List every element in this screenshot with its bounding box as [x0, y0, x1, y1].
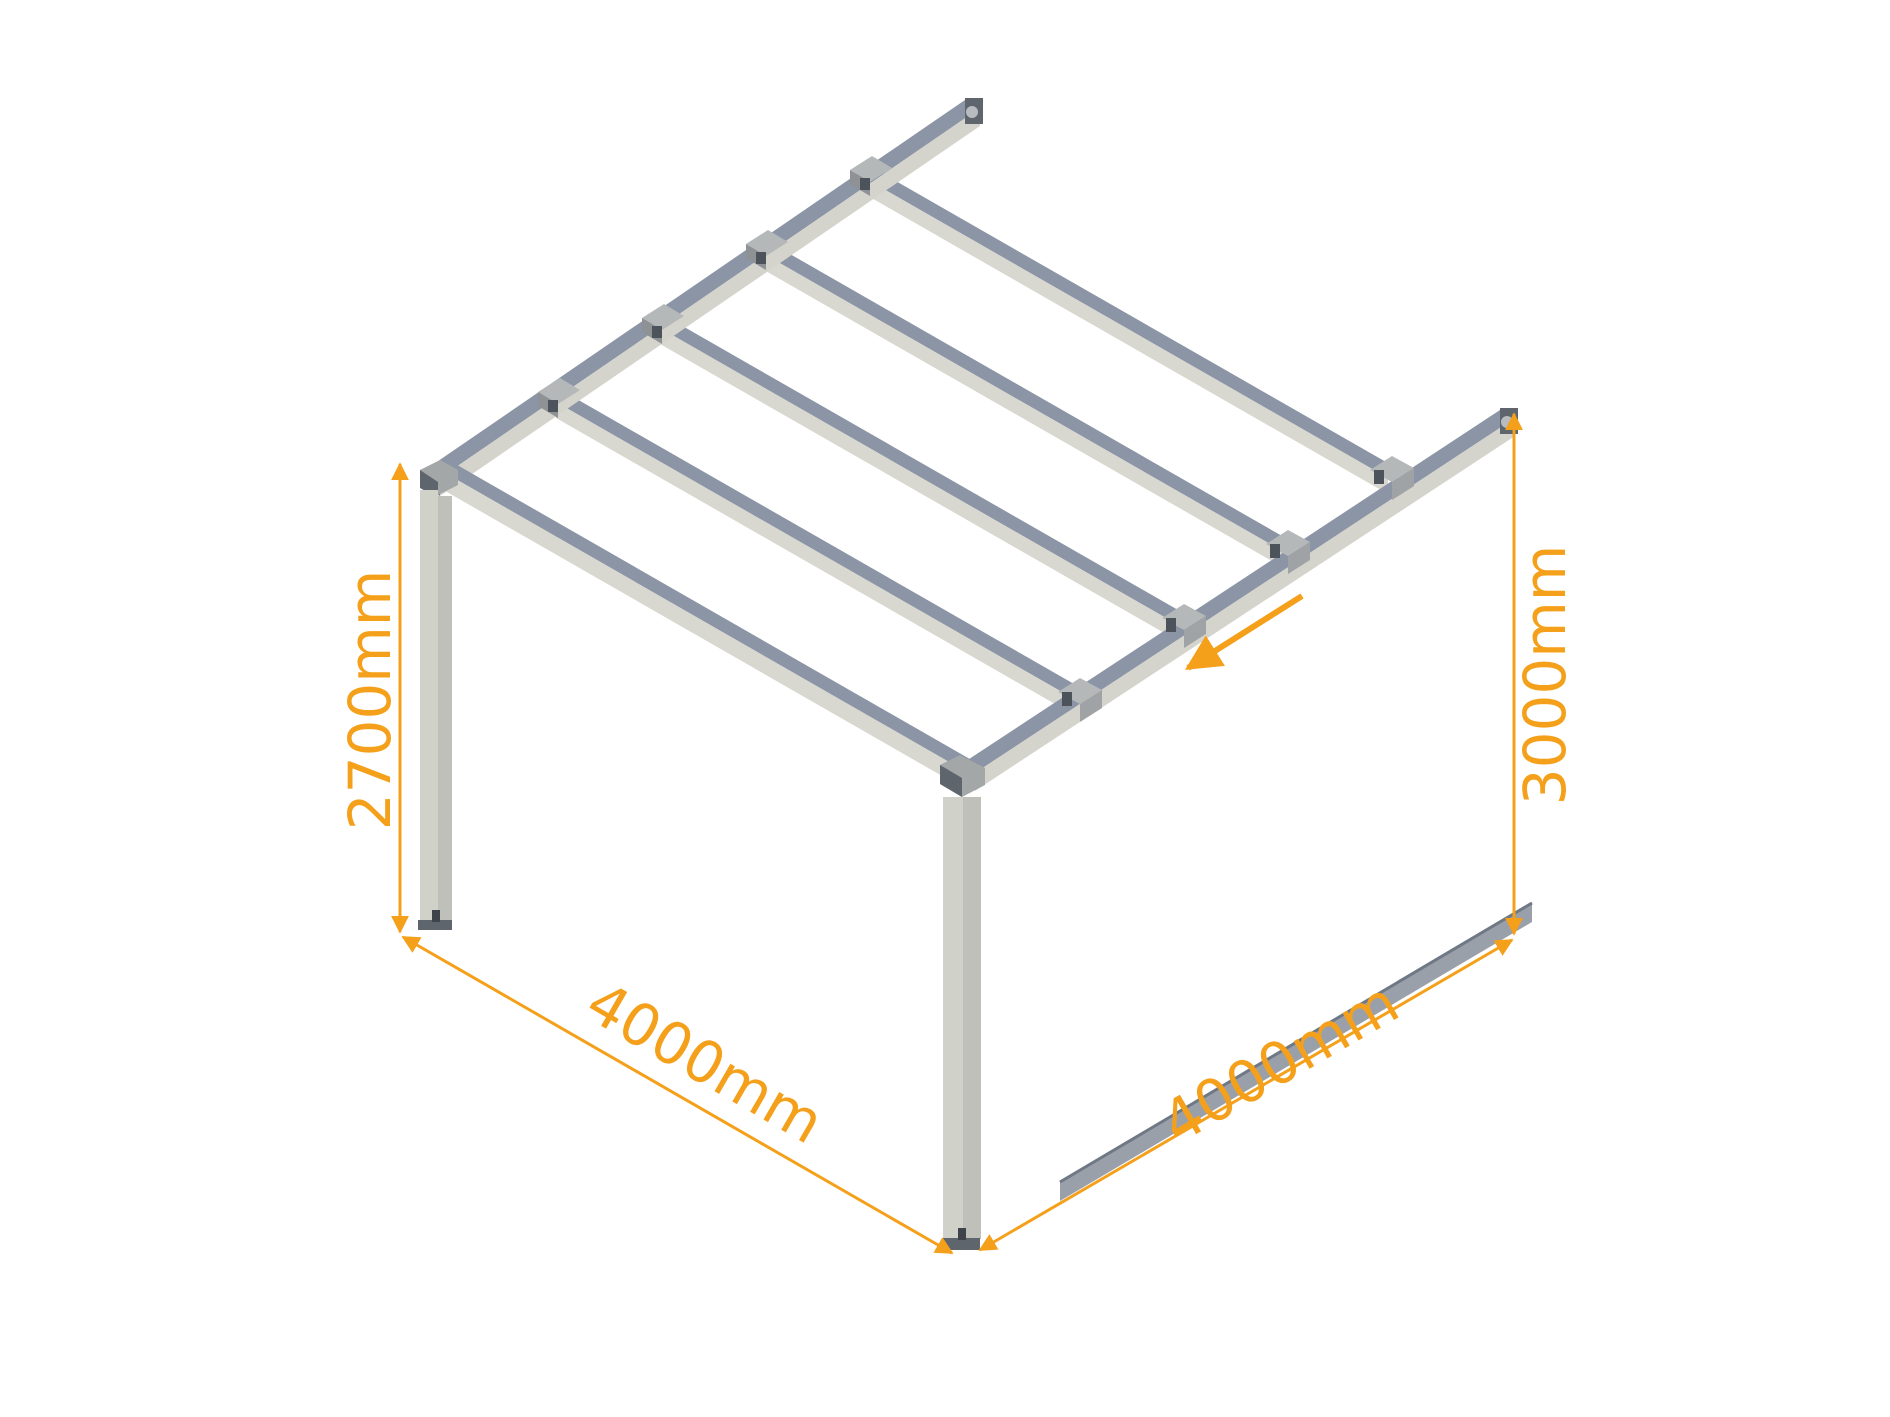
front-post: [940, 755, 985, 1250]
back-left-beam: [425, 98, 983, 496]
bracket-2: [642, 304, 684, 344]
bracket-7: [1266, 530, 1310, 574]
rafter-3: [764, 246, 1296, 568]
rafter-2: [660, 320, 1192, 642]
bracket-1: [538, 378, 580, 418]
dimension-lines: [391, 412, 1523, 1255]
front-beam-brackets: [1058, 456, 1414, 722]
left-post: [418, 460, 458, 930]
rafters: [556, 172, 1400, 716]
bracket-4: [850, 156, 892, 196]
slope-arrow-icon: [1184, 593, 1304, 671]
front-right-depth-line: [978, 938, 1514, 1252]
left-height-label: 2700mm: [336, 570, 404, 831]
bracket-5: [1058, 678, 1102, 722]
rafter-1: [556, 394, 1088, 716]
front-right-depth-label: 4000mm: [1150, 968, 1410, 1157]
rafter-4: [868, 172, 1400, 494]
bracket-3: [746, 230, 788, 270]
bracket-8: [1370, 456, 1414, 500]
front-right-beam: [960, 408, 1518, 791]
back-beam-brackets: [538, 156, 892, 418]
front-left-width-label: 4000mm: [575, 968, 835, 1157]
right-height-label: 3000mm: [1511, 545, 1579, 806]
front-left-beam: [440, 462, 975, 788]
front-left-width-line: [401, 935, 954, 1255]
